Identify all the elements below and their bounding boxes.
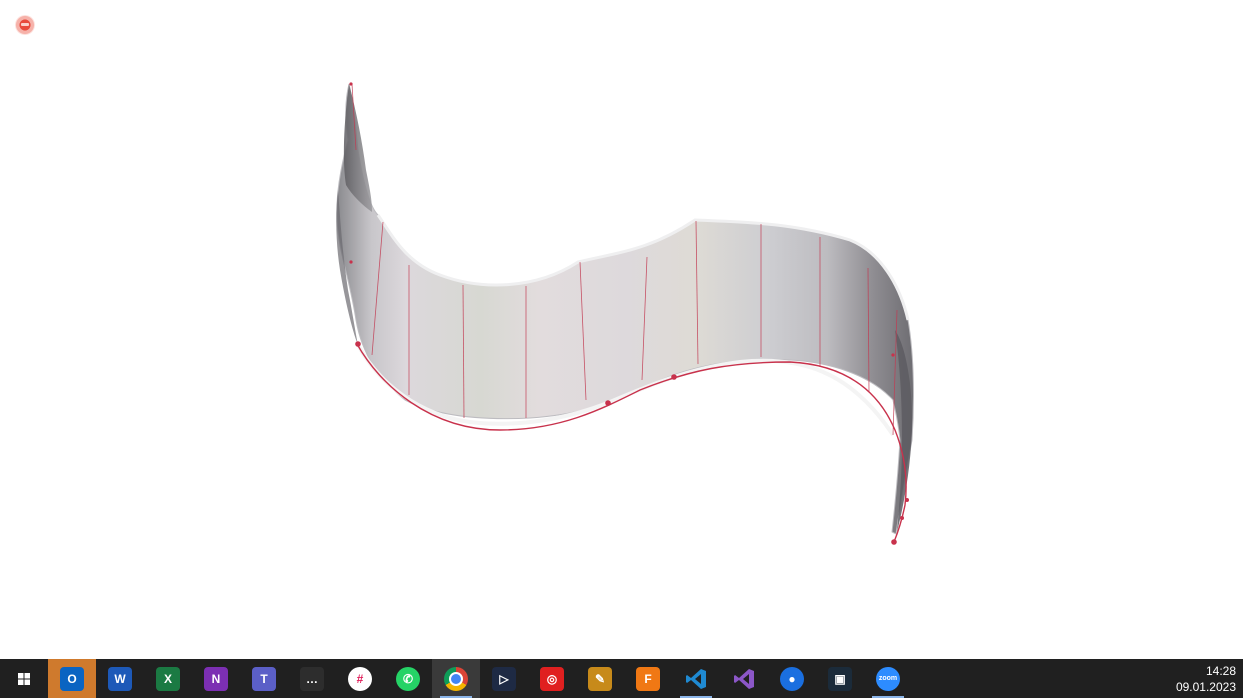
video-app-icon: ▣ bbox=[828, 666, 852, 691]
target-app-icon: ◎ bbox=[540, 666, 564, 691]
taskbar-app-word[interactable]: W bbox=[96, 659, 144, 698]
zoom-glyph: zoom bbox=[878, 675, 898, 682]
fusion360-glyph: F bbox=[644, 671, 652, 686]
taskbar-app-chrome[interactable] bbox=[432, 659, 480, 698]
taskbar-app-video-app[interactable]: ▣ bbox=[816, 659, 864, 698]
control-point[interactable] bbox=[349, 260, 353, 264]
map-pin-glyph: ● bbox=[788, 671, 796, 686]
control-point[interactable] bbox=[671, 374, 677, 380]
ribbon-section-lines bbox=[351, 83, 898, 436]
taskbar: O W X N T … # ✆ ▷ ◎ ✎ F ● ▣ zoom 14:28 09.01.2023 bbox=[0, 659, 1243, 698]
taskbar-app-drawing-app[interactable]: ✎ bbox=[576, 659, 624, 698]
running-indicator bbox=[872, 696, 904, 698]
taskbar-app-fusion-360[interactable]: F bbox=[624, 659, 672, 698]
taskbar-app-outlook[interactable]: O bbox=[48, 659, 96, 698]
target-app-glyph: ◎ bbox=[546, 671, 558, 686]
chrome-icon bbox=[444, 666, 468, 691]
cube-app-icon: ▷ bbox=[492, 666, 516, 691]
whatsapp-glyph: ✆ bbox=[402, 671, 414, 686]
video-app-glyph: ▣ bbox=[834, 671, 846, 686]
control-point[interactable] bbox=[355, 341, 361, 347]
slack-glyph: # bbox=[356, 671, 364, 686]
whatsapp-icon: ✆ bbox=[396, 666, 420, 691]
control-points[interactable] bbox=[349, 82, 909, 545]
taskbar-app-visual-studio[interactable] bbox=[720, 659, 768, 698]
word-glyph: W bbox=[114, 671, 126, 686]
onenote-icon: N bbox=[204, 666, 228, 691]
drawing-app-glyph: ✎ bbox=[594, 671, 606, 686]
chat-bubble-glyph: … bbox=[306, 671, 318, 686]
teams-icon: T bbox=[252, 666, 276, 691]
taskbar-app-red-app[interactable]: ◎ bbox=[528, 659, 576, 698]
map-pin-icon: ● bbox=[780, 666, 804, 691]
clock-time: 14:28 bbox=[1205, 663, 1236, 678]
taskbar-app-slack[interactable]: # bbox=[336, 659, 384, 698]
taskbar-apps: O W X N T … # ✆ ▷ ◎ ✎ F ● ▣ zoom bbox=[48, 659, 912, 698]
taskbar-app-maps-app[interactable]: ● bbox=[768, 659, 816, 698]
taskbar-app-onenote[interactable]: N bbox=[192, 659, 240, 698]
control-point[interactable] bbox=[891, 353, 895, 357]
ribbon-surface bbox=[336, 83, 914, 535]
onenote-glyph: N bbox=[211, 671, 221, 686]
3d-viewport[interactable] bbox=[0, 0, 1243, 659]
control-point[interactable] bbox=[891, 539, 897, 545]
taskbar-app-whatsapp[interactable]: ✆ bbox=[384, 659, 432, 698]
control-point[interactable] bbox=[349, 82, 353, 86]
outlook-icon: O bbox=[60, 666, 84, 691]
guide-curve bbox=[356, 343, 907, 543]
taskbar-app-excel[interactable]: X bbox=[144, 659, 192, 698]
clock-date: 09.01.2023 bbox=[1175, 679, 1236, 694]
slack-icon: # bbox=[348, 666, 372, 691]
fusion360-icon: F bbox=[636, 666, 660, 691]
recording-indicator-icon[interactable] bbox=[15, 15, 35, 35]
running-indicator bbox=[680, 696, 712, 698]
taskbar-app-chat-app[interactable]: … bbox=[288, 659, 336, 698]
control-point[interactable] bbox=[905, 498, 909, 502]
running-indicator bbox=[440, 696, 472, 698]
vscode-icon bbox=[684, 667, 708, 691]
excel-glyph: X bbox=[163, 671, 172, 686]
word-icon: W bbox=[108, 666, 132, 691]
excel-icon: X bbox=[156, 666, 180, 691]
control-point[interactable] bbox=[900, 516, 904, 520]
taskbar-app-zoom[interactable]: zoom bbox=[864, 659, 912, 698]
chat-bubble-icon: … bbox=[300, 666, 324, 691]
taskbar-app-cube-app[interactable]: ▷ bbox=[480, 659, 528, 698]
cube-app-glyph: ▷ bbox=[499, 671, 509, 686]
visual-studio-icon bbox=[732, 667, 756, 691]
taskbar-app-vscode[interactable] bbox=[672, 659, 720, 698]
taskbar-app-teams[interactable]: T bbox=[240, 659, 288, 698]
drawing-app-icon: ✎ bbox=[588, 666, 612, 691]
start-button[interactable] bbox=[0, 659, 48, 698]
teams-glyph: T bbox=[260, 671, 268, 686]
zoom-icon: zoom bbox=[876, 666, 900, 691]
outlook-glyph: O bbox=[67, 671, 77, 686]
windows-logo-icon bbox=[18, 672, 30, 685]
system-clock[interactable]: 14:28 09.01.2023 bbox=[1172, 659, 1243, 698]
control-point[interactable] bbox=[605, 400, 611, 406]
